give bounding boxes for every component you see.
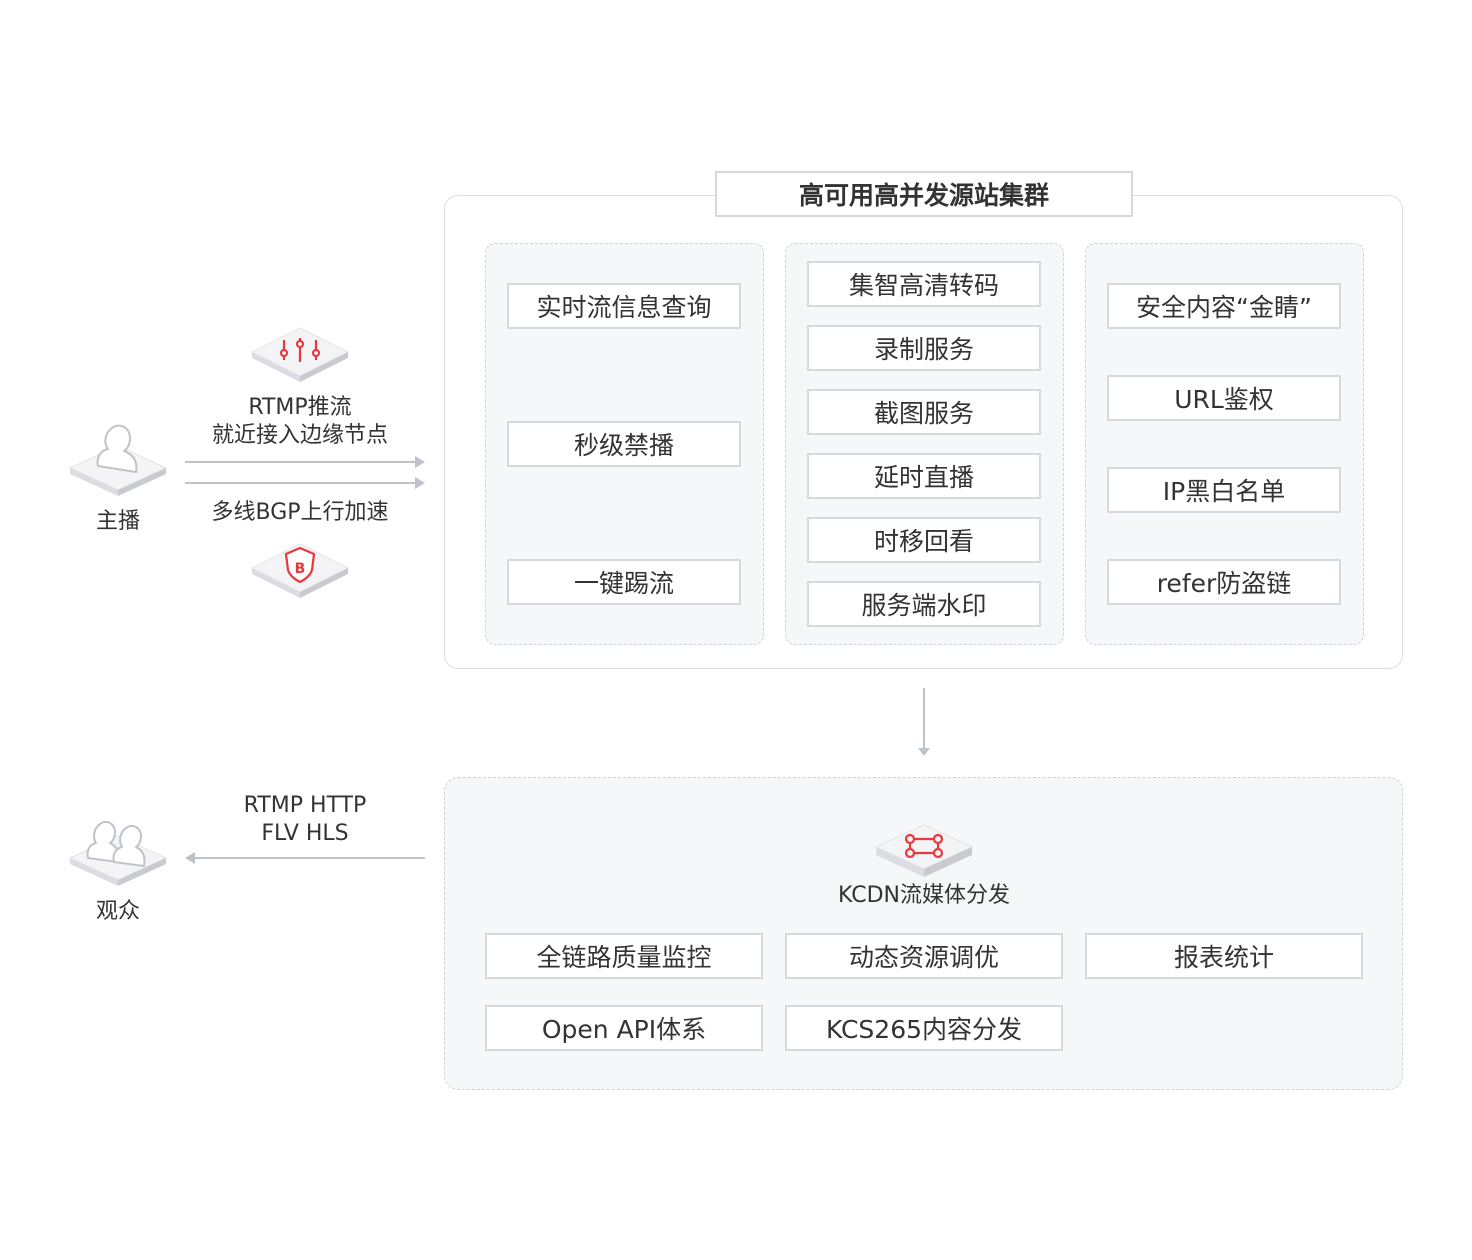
referer-box: refer防盗链 — [1107, 559, 1341, 605]
delayed-live-box: 延时直播 — [807, 453, 1041, 499]
hd-transcode-box: 集智高清转码 — [807, 261, 1041, 307]
network-nodes-icon — [874, 824, 974, 877]
open-api-box: Open API体系 — [485, 1005, 763, 1051]
push-flow-line1: RTMP推流 — [248, 395, 352, 420]
quality-monitor-box: 全链路质量监控 — [485, 933, 763, 979]
origin-cluster-title: 高可用高并发源站集群 — [715, 171, 1133, 217]
timeshift-box: 时移回看 — [807, 517, 1041, 563]
adjust-sliders-icon — [250, 327, 350, 382]
cdn-title: KCDN流媒体分发 — [838, 883, 1010, 908]
bgp-label: 多线BGP上行加速 — [211, 500, 389, 525]
person-icon — [68, 424, 168, 496]
report-stats-box: 报表统计 — [1085, 933, 1363, 979]
svg-text:B: B — [295, 561, 306, 577]
middle-column — [785, 243, 1064, 645]
viewer-label: 观众 — [95, 899, 140, 924]
url-auth-box: URL鉴权 — [1107, 375, 1341, 421]
kcs265-box: KCS265内容分发 — [785, 1005, 1063, 1051]
push-arrow-2 — [185, 477, 425, 489]
down-arrow — [918, 688, 930, 756]
kick-stream-box: 一键踢流 — [507, 559, 741, 605]
people-icon — [68, 821, 168, 886]
resource-tuning-box: 动态资源调优 — [785, 933, 1063, 979]
pull-flow-line2: FLV HLS — [261, 821, 349, 846]
push-flow-line2: 就近接入边缘节点 — [211, 423, 388, 448]
recording-box: 录制服务 — [807, 325, 1041, 371]
ip-list-box: IP黑白名单 — [1107, 467, 1341, 513]
push-arrow-1 — [185, 456, 425, 468]
anchor-label: 主播 — [95, 509, 140, 534]
content-security-box: 安全内容“金睛” — [1107, 283, 1341, 329]
realtime-stream-info-box: 实时流信息查询 — [507, 283, 741, 329]
shield-b-icon: B — [250, 543, 350, 598]
instant-ban-box: 秒级禁播 — [507, 421, 741, 467]
pull-flow-line1: RTMP HTTP — [243, 793, 367, 818]
watermark-box: 服务端水印 — [807, 581, 1041, 627]
pull-arrow — [185, 852, 425, 864]
screenshot-box: 截图服务 — [807, 389, 1041, 435]
